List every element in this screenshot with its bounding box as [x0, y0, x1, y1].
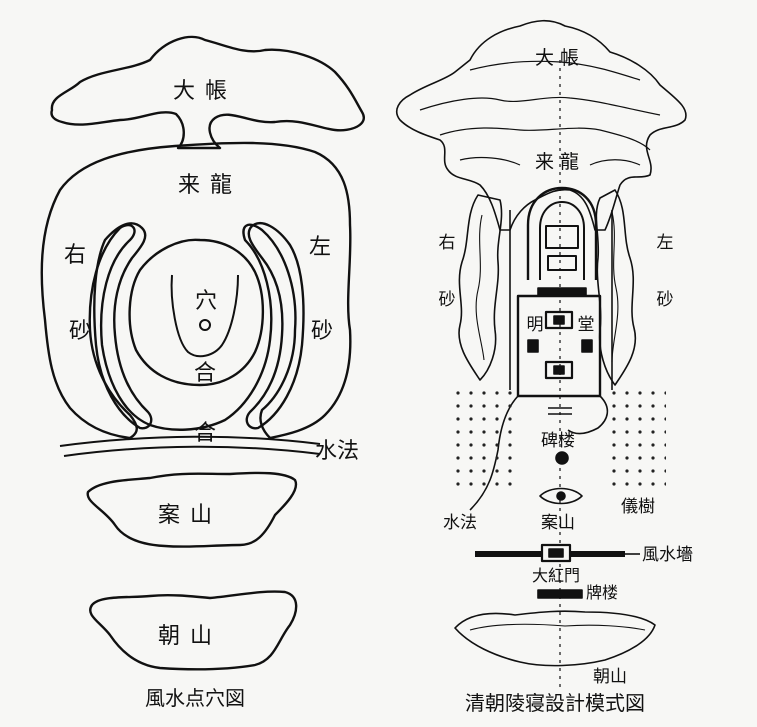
right-label-yishu: 儀樹 — [621, 497, 655, 517]
right-fangcheng — [547, 255, 577, 271]
right-precinct-outer-wall — [526, 186, 598, 280]
right-label-ming: 明 — [527, 315, 544, 335]
right-label-tang: 堂 — [578, 315, 595, 335]
right-zuo-sha-ridge — [595, 189, 637, 386]
right-baocheng — [545, 225, 579, 249]
left-label-you: 右 — [64, 243, 86, 268]
right-you-sha-ridge-inner — [475, 214, 485, 361]
right-range-ridge-4 — [459, 156, 641, 166]
right-bridge — [548, 407, 572, 415]
right-gate-hall-core — [553, 365, 565, 375]
left-labels: 大帳 来龍 右 砂 左 砂 穴 合 合 水法 案山 朝山 風水点穴図 — [64, 79, 359, 710]
right-main-hall-core — [553, 315, 565, 325]
left-label-he-inner: 合 — [194, 361, 216, 386]
right-label-you: 右 — [439, 233, 456, 253]
left-xue-inner-u — [170, 274, 239, 358]
right-chaoshan-mountain — [454, 610, 656, 667]
left-label-chaoshan: 朝山 — [158, 624, 222, 649]
right-label-dahongmen: 大紅門 — [532, 566, 580, 585]
right-label-pailou: 牌楼 — [586, 583, 618, 602]
right-labels: 大帳 来龍 右 砂 左 砂 明 堂 碑楼 水法 案山 儀樹 風水墻 大紅門 牌楼… — [439, 47, 694, 715]
right-label-anshan: 案山 — [541, 513, 575, 533]
right-anshan-center — [556, 491, 566, 501]
right-label-sha-right: 砂 — [439, 290, 456, 310]
left-dachang-mountain — [50, 35, 365, 150]
left-label-dachang: 大帳 — [173, 79, 237, 104]
left-chaoshan-mountain — [89, 590, 298, 671]
left-label-shuifa: 水法 — [315, 439, 359, 464]
left-xue-mound — [128, 238, 265, 387]
right-diagram-title: 清朝陵寝設計模式図 — [465, 691, 645, 715]
right-dahongmen-core — [548, 548, 564, 558]
right-label-chaoshan: 朝山 — [593, 667, 627, 687]
right-water-loop — [567, 395, 609, 435]
right-range-ridge-1 — [419, 96, 661, 116]
left-label-sha-left: 砂 — [311, 319, 333, 344]
left-shuifa-line-2 — [63, 445, 321, 457]
right-label-beilou: 碑楼 — [541, 431, 575, 451]
left-label-xue: 穴 — [195, 289, 217, 314]
right-you-sha-ridge — [458, 194, 503, 381]
right-yishu-grove-right — [606, 390, 666, 490]
right-yishu-grove-left — [452, 390, 514, 490]
left-label-sha-right: 砂 — [69, 319, 91, 344]
right-diagram — [395, 19, 687, 690]
left-inner-arm-left — [245, 222, 305, 430]
left-anshan-mountain — [86, 471, 298, 548]
left-label-anshan: 案山 — [158, 503, 222, 528]
right-label-sha-left: 砂 — [657, 290, 674, 310]
right-label-dachang: 大帳 — [535, 47, 585, 69]
right-mingtang-courtyard — [516, 294, 602, 398]
left-label-he-outer: 合 — [194, 421, 216, 446]
right-stele-pavilion — [555, 451, 569, 465]
right-side-hall-left — [527, 339, 539, 353]
right-label-lailong: 来龍 — [535, 151, 585, 173]
left-diagram-title: 風水点穴図 — [145, 686, 245, 710]
right-label-shuifa: 水法 — [443, 513, 477, 533]
right-range-ridge-2 — [439, 127, 651, 151]
left-shuifa-line-1 — [59, 435, 321, 447]
right-main-hall — [544, 310, 574, 330]
right-side-hall-right — [581, 339, 593, 353]
right-anshan-mound — [539, 487, 583, 505]
right-pailou — [537, 589, 583, 599]
left-diagram — [40, 35, 365, 671]
right-zuo-sha-ridge-inner — [611, 211, 619, 363]
left-outer-enclosure — [40, 141, 352, 440]
right-label-fengshuiqiang: 風水墻 — [642, 545, 693, 565]
left-label-lailong: 来龍 — [178, 173, 242, 198]
right-precinct-inner-wall — [539, 201, 585, 280]
left-inner-arm-right — [93, 222, 153, 430]
left-xue-point — [199, 319, 211, 331]
left-label-zuo: 左 — [309, 235, 331, 260]
right-gate-hall — [544, 360, 574, 380]
right-chaoshan-ridge — [469, 623, 646, 631]
right-label-zuo: 左 — [657, 233, 674, 253]
